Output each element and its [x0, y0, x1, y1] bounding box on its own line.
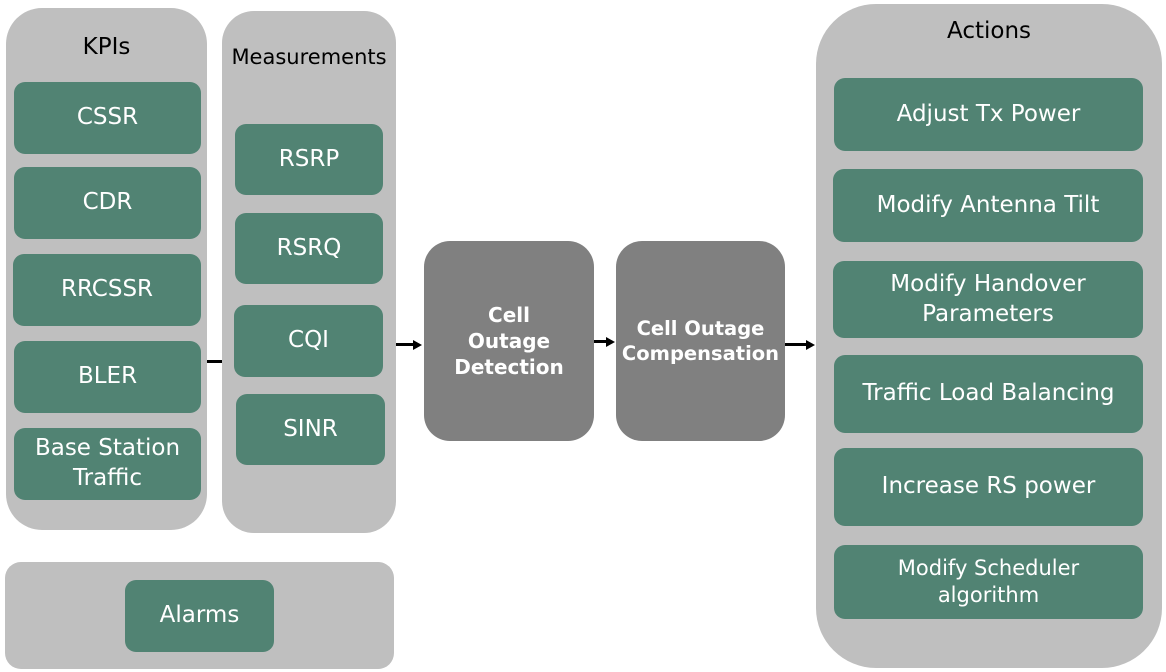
measurements-to-detection-line	[396, 343, 414, 346]
action-modify-antenna-tilt: Modify Antenna Tilt	[833, 169, 1143, 242]
compensation-to-actions-arrowhead	[806, 339, 815, 350]
cell-outage-detection: Cell Outage Detection	[424, 241, 594, 441]
kpi-base-station-traffic: Base Station Traffic	[14, 428, 201, 500]
action-traffic-load-balancing: Traffic Load Balancing	[834, 355, 1143, 433]
detection-to-compensation-arrowhead	[606, 336, 615, 347]
action-modify-handover-parameters: Modify Handover Parameters	[833, 261, 1143, 338]
measurements-title: Measurements	[231, 45, 387, 69]
cell-outage-compensation: Cell Outage Compensation	[616, 241, 785, 441]
measurement-sinr: SINR	[236, 394, 385, 465]
action-adjust-tx-power: Adjust Tx Power	[834, 78, 1143, 151]
compensation-to-actions-line	[785, 343, 807, 346]
kpi-rrcssr: RRCSSR	[13, 254, 201, 326]
kpi-bler: BLER	[14, 341, 201, 413]
measurements-to-detection-arrowhead	[413, 339, 422, 350]
action-increase-rs-power: Increase RS power	[834, 448, 1143, 526]
kpi-cssr: CSSR	[14, 82, 201, 154]
measurement-rsrp: RSRP	[235, 124, 383, 195]
measurement-rsrq: RSRQ	[235, 213, 383, 284]
measurement-cqi: CQI	[234, 305, 383, 377]
kpi-connector-line	[207, 360, 222, 363]
actions-title: Actions	[946, 18, 1031, 44]
kpi-cdr: CDR	[14, 167, 201, 239]
kpis-title: KPIs	[82, 34, 131, 60]
action-modify-scheduler-algorithm: Modify Scheduler algorithm	[834, 545, 1143, 619]
alarm-item: Alarms	[125, 580, 274, 652]
detection-to-compensation-line	[594, 340, 606, 343]
